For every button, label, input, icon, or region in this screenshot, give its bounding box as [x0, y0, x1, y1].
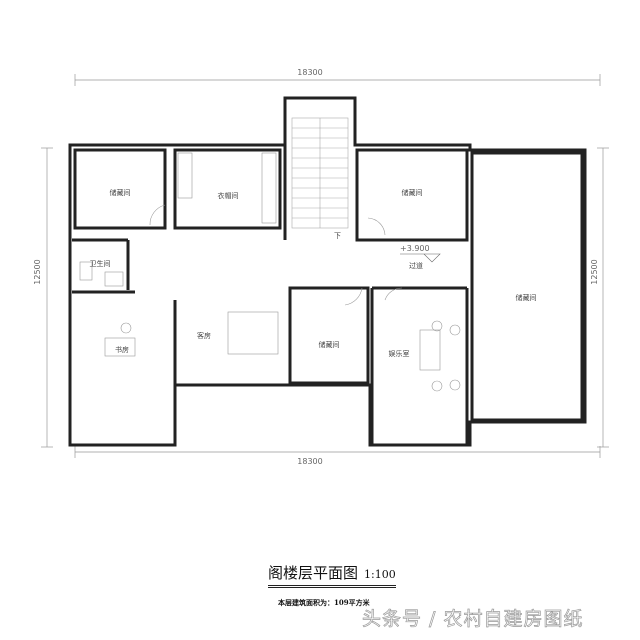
dimension-lines — [41, 74, 609, 458]
room-storage-nw: 储藏间 — [110, 188, 131, 197]
stair-down-label: 下 — [334, 232, 341, 240]
watermark: 头条号 / 农村自建房图纸 — [362, 608, 584, 631]
room-storage-mid: 储藏间 — [319, 340, 340, 349]
drawing-title: 阁楼层平面图 1:100 — [268, 562, 396, 588]
dim-top: 18300 — [297, 68, 322, 77]
stairs — [291, 117, 349, 229]
room-entertainment: 娱乐室 — [389, 349, 410, 358]
room-wardrobe: 衣帽间 — [218, 191, 239, 200]
elevation-mark: +3.900 — [400, 244, 430, 253]
dim-left: 12500 — [33, 259, 42, 284]
elevation-symbol — [400, 253, 441, 263]
room-corridor: 过道 — [409, 261, 423, 270]
scale-text: 1:100 — [364, 568, 396, 581]
room-storage-ne: 储藏间 — [402, 188, 423, 197]
room-storage-east: 储藏间 — [516, 293, 537, 302]
room-guest: 客房 — [197, 331, 211, 340]
area-note: 本层建筑面积为：109平方米 — [278, 598, 370, 607]
walls — [68, 96, 587, 447]
dim-right: 12500 — [590, 259, 599, 284]
dim-bottom: 18300 — [297, 457, 322, 466]
title-text: 阁楼层平面图 — [268, 564, 359, 582]
room-bathroom: 卫生间 — [90, 259, 111, 268]
furniture — [79, 152, 461, 392]
room-study: 书房 — [115, 345, 129, 354]
